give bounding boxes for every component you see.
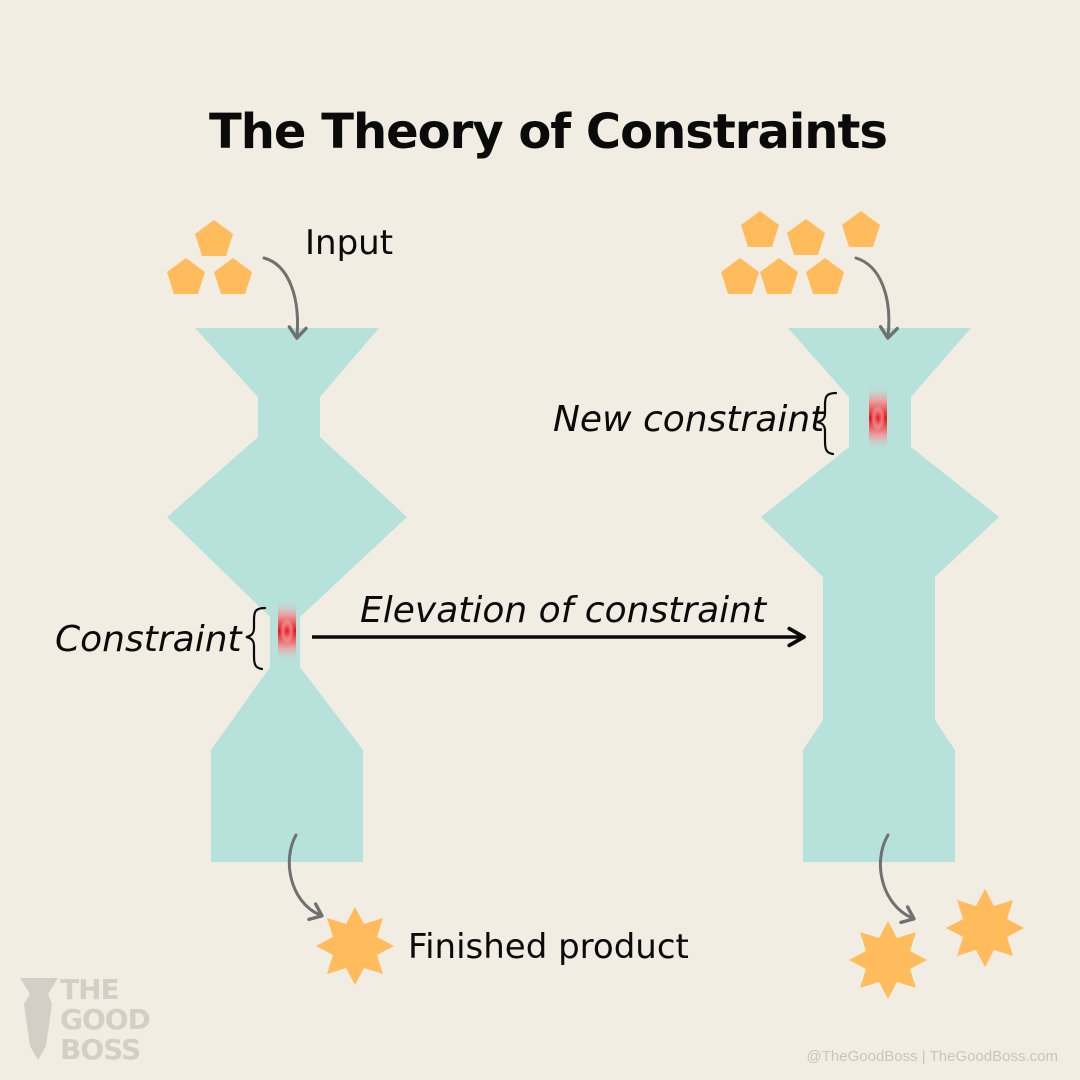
- left-process: Input Constraint Finished product: [55, 220, 689, 985]
- left-brace-icon: [245, 606, 267, 671]
- logo-line-2: GOOD: [60, 1003, 150, 1036]
- constraint-label: Constraint: [55, 619, 244, 660]
- pentagon-icon: [721, 258, 759, 294]
- left-input-units: [167, 220, 252, 294]
- pentagon-icon: [842, 211, 880, 247]
- pentagon-icon: [760, 258, 798, 294]
- pentagon-icon: [787, 219, 825, 255]
- star-icon: [849, 921, 927, 999]
- pentagon-icon: [806, 258, 844, 294]
- right-output-arrow: [879, 833, 916, 925]
- pentagon-icon: [741, 211, 779, 247]
- logo-line-1: THE: [60, 973, 119, 1006]
- tie-icon: [20, 978, 58, 1060]
- new-constraint-label: New constraint: [553, 399, 826, 440]
- right-input-arrow: [854, 256, 899, 340]
- left-input-arrow: [262, 256, 308, 340]
- star-icon: [946, 889, 1024, 967]
- page-title: The Theory of Constraints: [209, 104, 887, 160]
- brand-logo: THE GOOD BOSS: [20, 973, 151, 1066]
- left-output-arrow: [287, 833, 324, 922]
- right-input-units: [721, 211, 880, 294]
- pentagon-icon: [167, 258, 205, 294]
- footer-credit: @TheGoodBoss | TheGoodBoss.com: [807, 1048, 1058, 1065]
- elevation-label: Elevation of constraint: [360, 590, 768, 631]
- right-constraint-core: [871, 405, 885, 431]
- right-brace-icon: [816, 391, 838, 456]
- star-icon: [316, 907, 394, 985]
- left-funnel: [167, 328, 407, 862]
- right-process: New constraint: [553, 211, 1024, 999]
- pentagon-icon: [214, 258, 252, 294]
- finished-product-label: Finished product: [408, 927, 689, 967]
- pentagon-icon: [195, 220, 233, 256]
- elevation-arrow-group: Elevation of constraint: [312, 590, 806, 648]
- left-constraint-core: [280, 618, 294, 644]
- input-label: Input: [305, 223, 393, 263]
- right-funnel: [761, 328, 999, 862]
- logo-line-3: BOSS: [60, 1033, 140, 1066]
